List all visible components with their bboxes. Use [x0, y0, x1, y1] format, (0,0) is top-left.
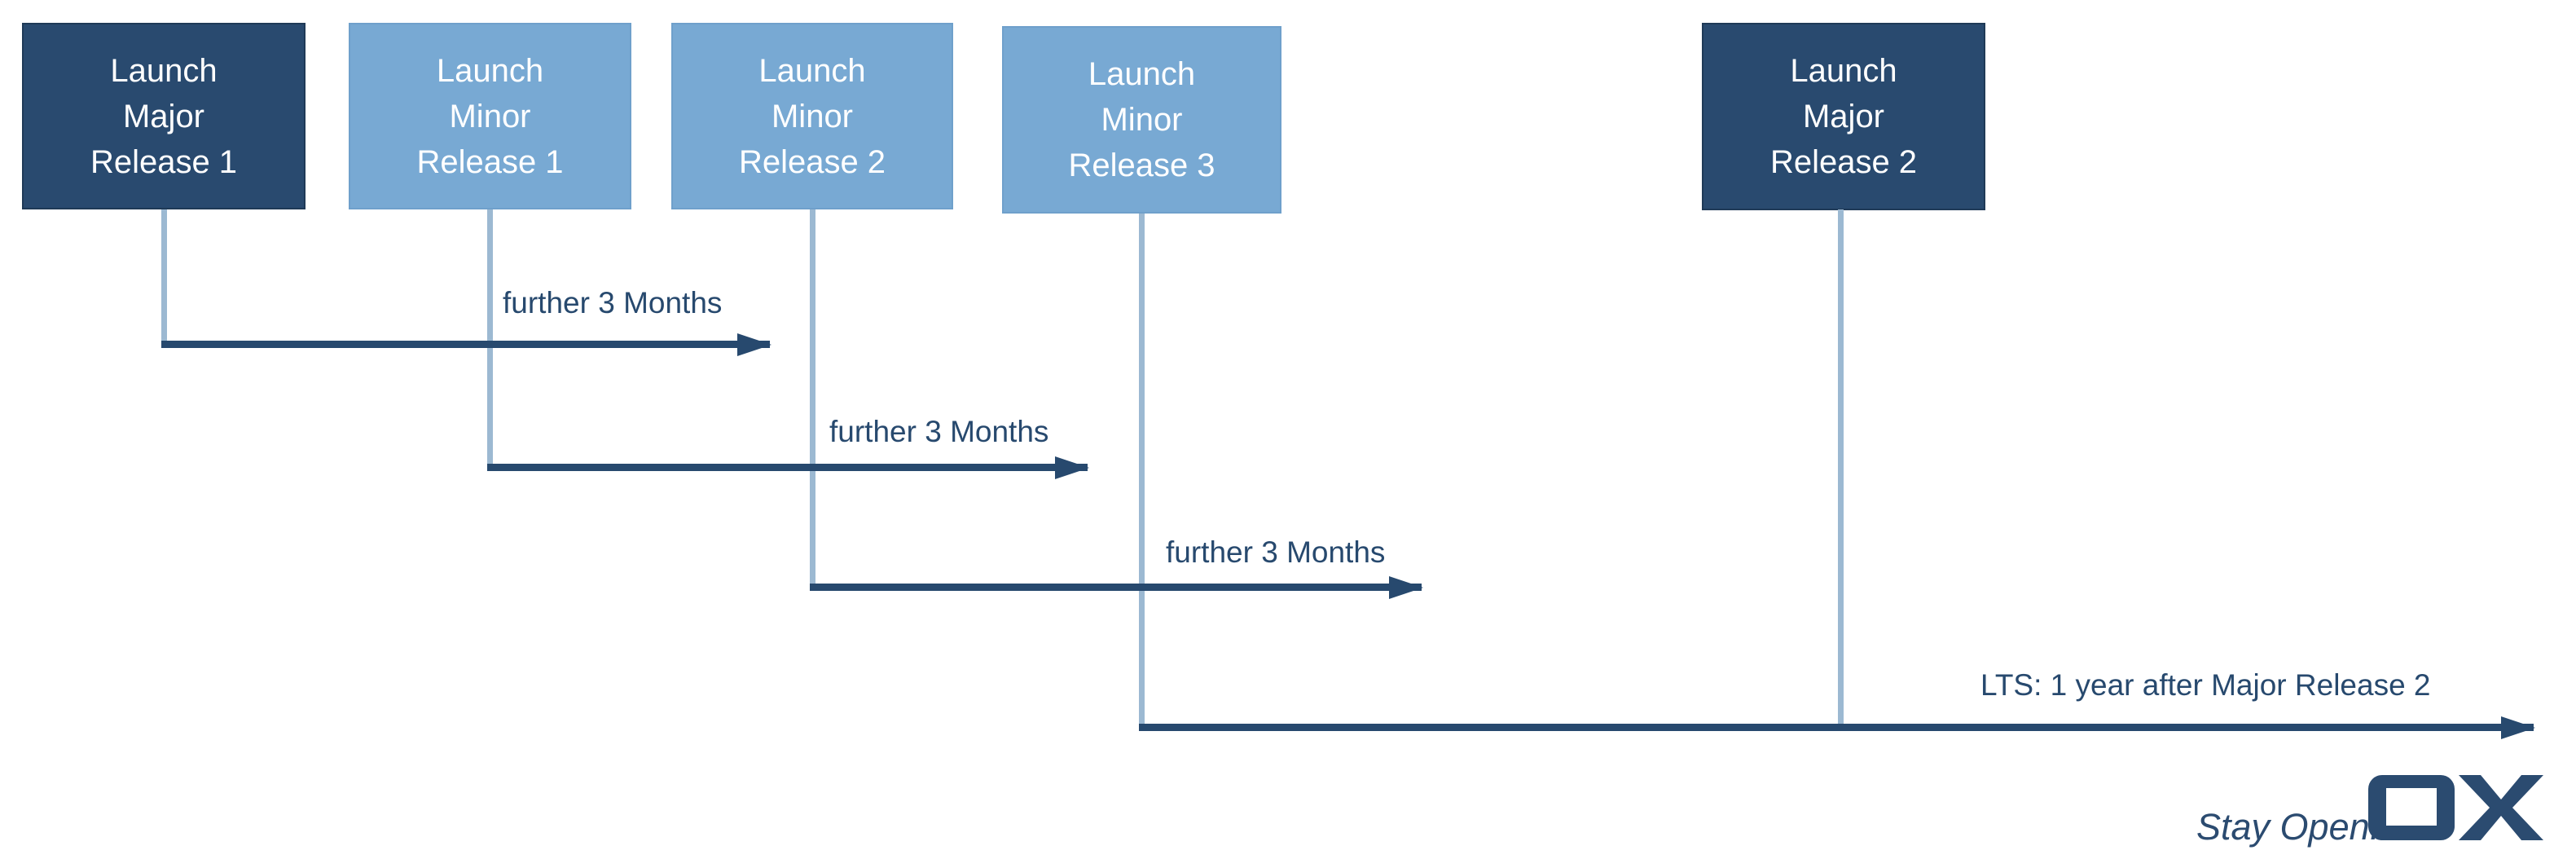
connector-major-release-2 — [1838, 209, 1844, 724]
box-launch-major-release-1-label: Launch Major Release 1 — [90, 52, 238, 180]
arrow-label-further-3-months-1: further 3 Months — [503, 286, 723, 319]
box-launch-major-release-1: Launch Major Release 1 — [22, 23, 306, 209]
arrow-further-3-months-2 — [487, 456, 1089, 479]
arrowhead-icon — [1055, 456, 1089, 479]
box-launch-minor-release-2: Launch Minor Release 2 — [671, 23, 953, 209]
box-launch-major-release-2: Launch Major Release 2 — [1702, 23, 1985, 210]
arrow-further-3-months-1 — [161, 333, 771, 356]
arrow-label-further-3-months-3: further 3 Months — [1166, 535, 1386, 569]
box-launch-minor-release-1: Launch Minor Release 1 — [349, 23, 631, 209]
connector-minor-release-1 — [487, 209, 493, 464]
connector-minor-release-3 — [1139, 214, 1145, 724]
arrowhead-icon — [737, 333, 771, 356]
connector-major-release-1 — [161, 209, 167, 341]
tagline-stay-open: Stay Open. — [2196, 806, 2380, 848]
arrow-lts — [1139, 716, 2535, 739]
arrow-further-3-months-3 — [810, 575, 1423, 599]
box-launch-major-release-2-label: Launch Major Release 2 — [1769, 53, 1918, 180]
arrowhead-icon — [1389, 575, 1423, 599]
arrow-label-lts: LTS: 1 year after Major Release 2 — [1980, 668, 2431, 702]
box-launch-minor-release-2-label: Launch Minor Release 2 — [738, 52, 886, 180]
ox-logo-icon — [2368, 775, 2543, 840]
connector-minor-release-2 — [810, 209, 815, 584]
arrow-label-further-3-months-2: further 3 Months — [829, 415, 1049, 448]
box-launch-minor-release-3-label: Launch Minor Release 3 — [1068, 56, 1215, 183]
box-launch-minor-release-1-label: Launch Minor Release 1 — [416, 52, 564, 180]
box-launch-minor-release-3: Launch Minor Release 3 — [1002, 26, 1281, 214]
arrowhead-icon — [2501, 716, 2535, 739]
